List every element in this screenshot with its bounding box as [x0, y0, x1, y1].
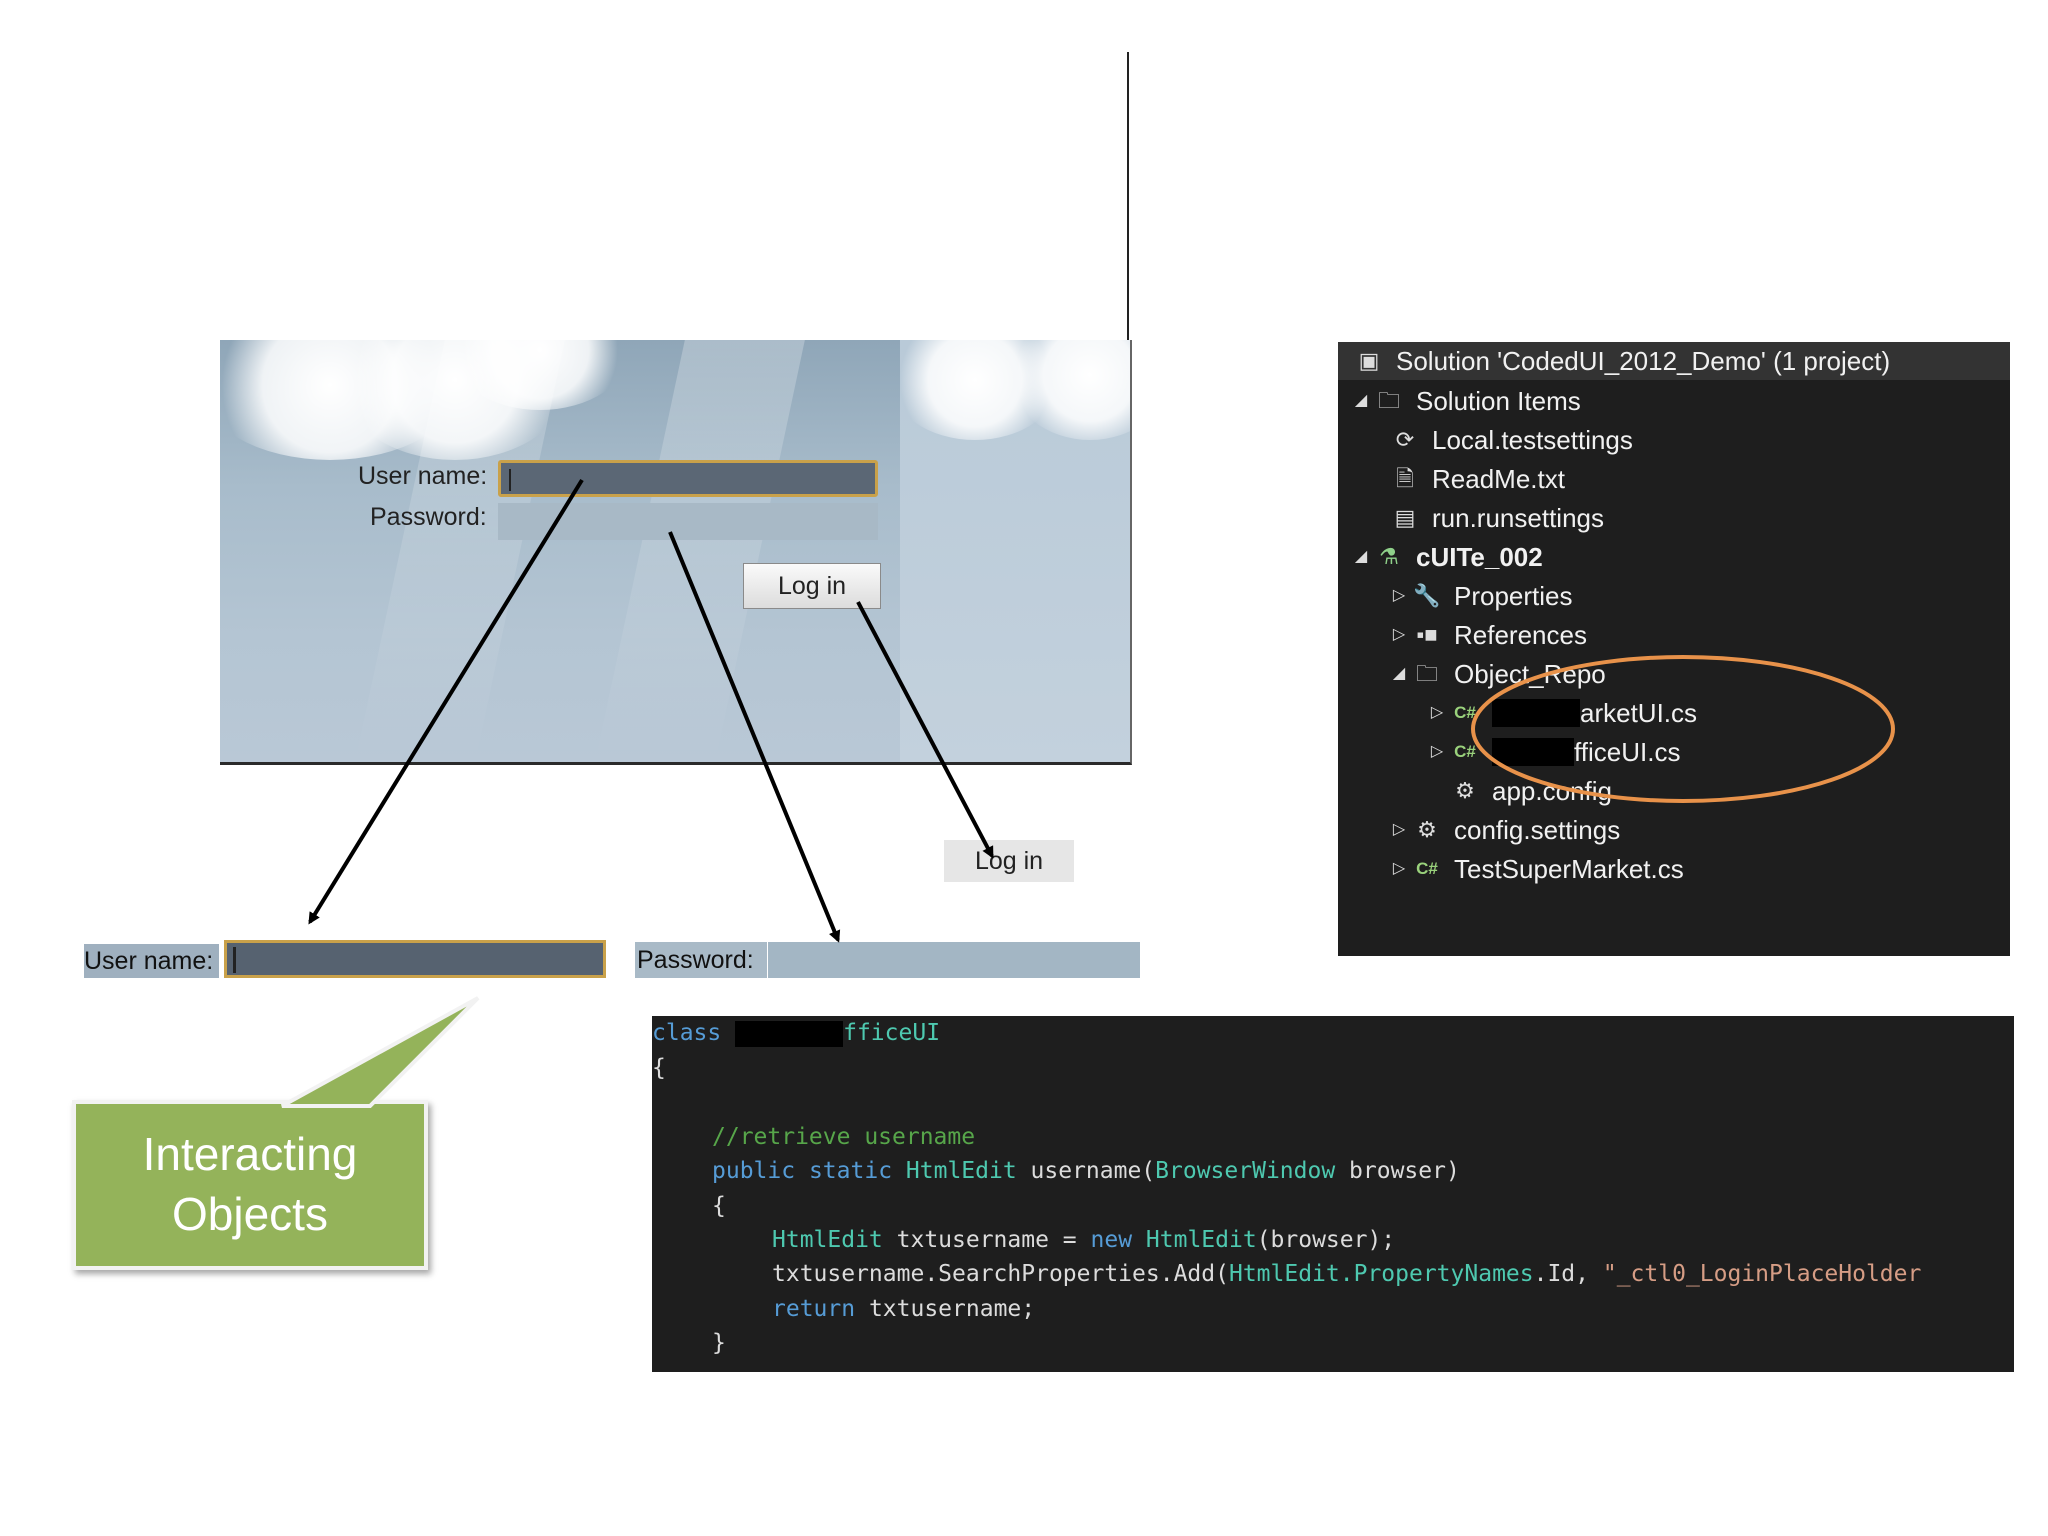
tree-item-label: run.runsettings — [1432, 503, 1604, 533]
tree-item-object-repo[interactable]: ◢ 🗀 Object_Repo — [1388, 655, 1606, 693]
collapsed-arrow-icon[interactable]: ▷ — [1392, 860, 1406, 877]
login-button[interactable]: Log in — [743, 563, 881, 609]
expanded-arrow-icon[interactable]: ◢ — [1354, 548, 1368, 565]
code-line-open-brace: { — [652, 1055, 666, 1081]
tree-item-readme[interactable]: 🗎 ReadMe.txt — [1388, 460, 1565, 498]
wrench-icon: 🔧 — [1413, 583, 1441, 608]
password-label-cropped: Password: — [635, 942, 767, 978]
code-line-inner-close: } — [712, 1330, 726, 1356]
code-line-declaration: HtmlEdit txtusername = new HtmlEdit(brow… — [772, 1227, 1396, 1253]
tree-item-label: ReadMe.txt — [1432, 464, 1565, 494]
references-icon: ▪■ — [1416, 622, 1438, 647]
tree-item-app-config[interactable]: ⚙ app.config — [1448, 772, 1612, 810]
csharp-file-icon: C# — [1454, 742, 1476, 761]
testsettings-icon: ⟳ — [1395, 427, 1415, 452]
code-line-inner-open: { — [712, 1193, 726, 1219]
vertical-divider — [1127, 52, 1129, 342]
gear-icon: ⚙ — [1417, 817, 1437, 842]
code-line-method-signature: public static HtmlEdit username(BrowserW… — [712, 1158, 1460, 1184]
tree-item-test-supermarket[interactable]: ▷ C# TestSuperMarket.cs — [1388, 850, 1684, 888]
csharp-file-icon: C# — [1416, 859, 1438, 878]
config-file-icon: ⚙ — [1455, 778, 1475, 803]
tree-item-label: References — [1454, 620, 1587, 650]
highlight-ellipse — [1471, 655, 1895, 803]
expanded-arrow-icon[interactable]: ◢ — [1392, 665, 1406, 682]
tree-item-label: TestSuperMarket.cs — [1454, 854, 1684, 884]
collapsed-arrow-icon[interactable]: ▷ — [1392, 821, 1406, 838]
solution-explorer: ▣ Solution 'CodedUI_2012_Demo' (1 projec… — [1338, 342, 2010, 956]
collapsed-arrow-icon[interactable]: ▷ — [1430, 743, 1444, 760]
folder-icon: 🗀 — [1377, 388, 1400, 413]
code-line-comment: //retrieve username — [712, 1124, 976, 1150]
arrow-to-password — [668, 531, 841, 943]
tree-item-label: Properties — [1454, 581, 1573, 611]
csharp-file-icon: C# — [1454, 703, 1476, 722]
redaction-block — [735, 1020, 844, 1047]
tree-item-label: Solution Items — [1416, 386, 1581, 416]
interacting-objects-callout: Interacting Objects — [72, 1100, 428, 1270]
expanded-arrow-icon[interactable]: ◢ — [1354, 392, 1368, 409]
code-line-class: class fficeUI — [652, 1020, 941, 1047]
code-editor[interactable]: class fficeUI { //retrieve username publ… — [652, 1016, 2014, 1372]
tree-item-label: config.settings — [1454, 815, 1621, 845]
username-label: User name: — [358, 462, 488, 490]
callout-pointer — [281, 996, 480, 1108]
tree-item-config-settings[interactable]: ▷ ⚙ config.settings — [1388, 811, 1620, 849]
username-input[interactable] — [498, 460, 878, 497]
arrow-to-login-button — [856, 601, 994, 859]
tree-item-project[interactable]: ◢ ⚗ cUITe_002 — [1350, 538, 1543, 576]
test-project-icon: ⚗ — [1379, 544, 1399, 569]
login-button-cropped[interactable]: Log in — [944, 840, 1074, 882]
collapsed-arrow-icon[interactable]: ▷ — [1430, 704, 1444, 721]
code-line-search-properties: txtusername.SearchProperties.Add(HtmlEdi… — [772, 1261, 1922, 1287]
tree-item-label: fficeUI.cs — [1574, 737, 1681, 767]
password-label: Password: — [370, 503, 487, 531]
username-label-cropped: User name: — [84, 944, 220, 978]
redaction-block — [1492, 738, 1574, 766]
collapsed-arrow-icon[interactable]: ▷ — [1392, 626, 1406, 643]
runsettings-icon: ▤ — [1394, 505, 1416, 530]
password-input[interactable] — [498, 503, 878, 540]
solution-icon: ▣ — [1358, 348, 1380, 373]
tree-item-label: Local.testsettings — [1432, 425, 1633, 455]
password-input-cropped[interactable] — [768, 942, 1140, 978]
login-right-strip — [890, 340, 1130, 762]
collapsed-arrow-icon[interactable]: ▷ — [1392, 587, 1406, 604]
username-input-cropped[interactable] — [224, 940, 606, 978]
redaction-block — [1492, 699, 1580, 727]
tree-item-market-ui[interactable]: ▷ C# arketUI.cs — [1426, 694, 1697, 732]
tree-item-label: app.config — [1492, 776, 1612, 806]
code-line-return: return txtusername; — [772, 1296, 1036, 1322]
tree-item-references[interactable]: ▷ ▪■ References — [1388, 616, 1587, 654]
login-screenshot: User name: Password: Log in — [220, 340, 1132, 765]
tree-item-properties[interactable]: ▷ 🔧 Properties — [1388, 577, 1573, 615]
callout-text: Interacting Objects — [142, 1128, 358, 1240]
solution-root-row[interactable]: ▣ Solution 'CodedUI_2012_Demo' (1 projec… — [1338, 342, 2010, 380]
folder-icon: 🗀 — [1415, 661, 1438, 686]
solution-title: Solution 'CodedUI_2012_Demo' (1 project) — [1396, 346, 1891, 376]
tree-item-label: cUITe_002 — [1416, 542, 1543, 572]
tree-item-office-ui[interactable]: ▷ C# fficeUI.cs — [1426, 733, 1681, 771]
tree-item-solution-items[interactable]: ◢ 🗀 Solution Items — [1350, 382, 1581, 420]
tree-item-label: arketUI.cs — [1580, 698, 1698, 728]
arrow-to-username — [308, 478, 584, 925]
text-file-icon: 🗎 — [1396, 466, 1414, 491]
tree-item-local-testsettings[interactable]: ⟳ Local.testsettings — [1388, 421, 1633, 459]
tree-item-label: Object_Repo — [1454, 659, 1606, 689]
tree-item-run-runsettings[interactable]: ▤ run.runsettings — [1388, 499, 1604, 537]
